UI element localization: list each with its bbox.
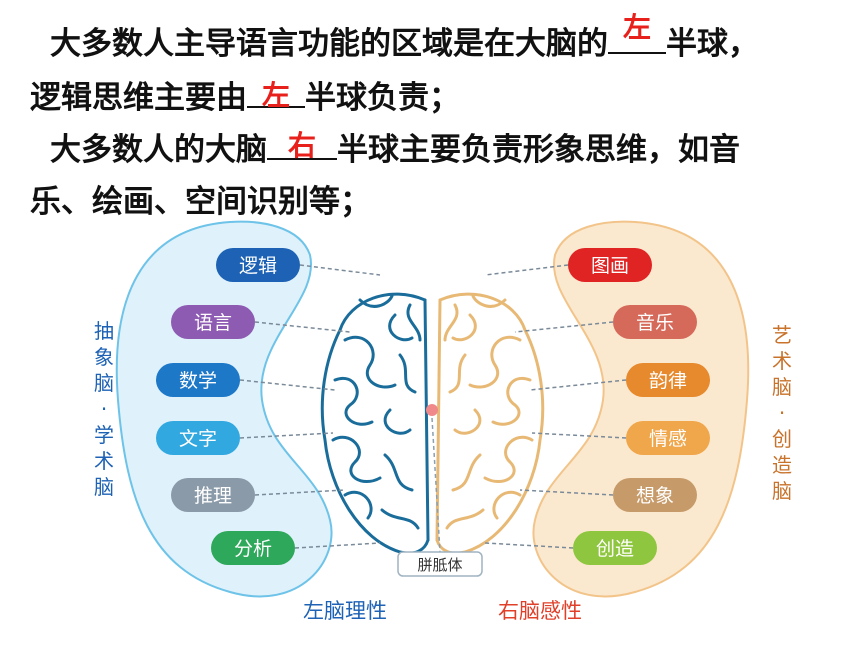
text-line-1: 大多数人主导语言功能的区域是在大脑的左半球， [50, 11, 759, 63]
text-segment: 逻辑思维主要由 [30, 80, 247, 116]
right-brain-hemisphere [435, 292, 545, 555]
right-connector [514, 321, 614, 333]
left-item-label: 推理 [194, 485, 232, 507]
side-label-char: 脑 [772, 375, 792, 399]
right-connector [519, 489, 614, 496]
left-item-label: 数学 [179, 370, 217, 392]
right-connector [484, 542, 574, 549]
right-item-label: 音乐 [636, 312, 674, 334]
text-segment: 大多数人主导语言功能的区域是在大脑的 [50, 26, 608, 62]
side-label-char: 脑 [772, 479, 792, 503]
side-label-char: 脑 [94, 371, 114, 395]
left-item-pill: 数学 [156, 363, 240, 397]
right-item-label: 韵律 [649, 370, 687, 392]
left-connector [299, 264, 381, 276]
answer-blank-2: 左 [247, 72, 305, 112]
corpus-callosum-label: 胼胝体 [417, 556, 462, 574]
answer-blank-3: 右 [267, 124, 337, 162]
left-item-pill: 逻辑 [216, 248, 300, 282]
side-label-char: 术 [94, 449, 114, 473]
right-item-pill: 创造 [573, 531, 657, 565]
answer-1: 左 [622, 11, 651, 44]
right-bottom-label: 右脑感性 [498, 599, 582, 623]
left-connector [294, 542, 381, 549]
text-segment: 半球， [666, 26, 759, 62]
right-item-pill: 韵律 [626, 363, 710, 397]
left-item-label: 文字 [179, 428, 217, 450]
side-label-char: 学 [94, 423, 114, 447]
left-connector [239, 432, 334, 439]
side-label-char: 抽 [94, 319, 114, 343]
left-connector [254, 321, 351, 333]
right-item-label: 创造 [596, 538, 634, 560]
right-item-label: 图画 [591, 255, 629, 277]
text-segment: 大多数人的大脑 [50, 132, 267, 168]
left-connector [254, 489, 346, 496]
side-label-char: 创 [772, 427, 792, 451]
corpus-callosum-dot [426, 404, 438, 416]
left-brain-hemisphere [320, 292, 430, 555]
left-item-pill: 推理 [171, 478, 255, 512]
right-item-pill: 图画 [568, 248, 652, 282]
left-item-label: 逻辑 [239, 255, 277, 277]
left-side-label: 抽象脑·学术脑 [94, 319, 114, 499]
right-item-label: 想象 [636, 485, 674, 507]
left-item-pill: 语言 [171, 305, 255, 339]
text-segment: 半球负责； [305, 80, 460, 116]
text-segment: 乐、绘画、空间识别等； [30, 184, 371, 220]
left-item-label: 分析 [234, 538, 272, 560]
right-side-label: 艺术脑·创造脑 [772, 323, 792, 503]
left-item-label: 语言 [194, 312, 232, 334]
answer-3: 右 [287, 129, 316, 162]
right-item-label: 情感 [649, 428, 687, 450]
side-label-char: · [779, 401, 785, 425]
right-connector [531, 432, 627, 439]
side-label-char: 艺 [772, 323, 792, 347]
right-item-pill: 音乐 [613, 305, 697, 339]
side-label-char: 脑 [94, 475, 114, 499]
right-item-pill: 想象 [613, 478, 697, 512]
text-line-4: 乐、绘画、空间识别等； [30, 176, 371, 221]
right-item-pill: 情感 [626, 421, 710, 455]
side-label-char: 象 [94, 345, 114, 369]
left-bottom-label: 左脑理性 [303, 599, 387, 623]
left-item-pill: 分析 [211, 531, 295, 565]
side-label-char: 术 [772, 349, 792, 373]
corpus-callosum-label-box [397, 551, 483, 577]
left-panel [115, 220, 333, 598]
right-connector [529, 379, 627, 391]
text-line-3: 大多数人的大脑右半球主要负责形象思维，如音 [50, 124, 740, 169]
side-label-char: 造 [772, 453, 792, 477]
left-connector [239, 379, 336, 391]
answer-2: 左 [261, 79, 290, 112]
side-label-char: · [101, 397, 107, 421]
answer-blank-1: 左 [608, 11, 666, 54]
left-item-pill: 文字 [156, 421, 240, 455]
text-segment: 半球主要负责形象思维，如音 [337, 132, 740, 168]
text-line-2: 逻辑思维主要由左半球负责； [30, 72, 460, 117]
